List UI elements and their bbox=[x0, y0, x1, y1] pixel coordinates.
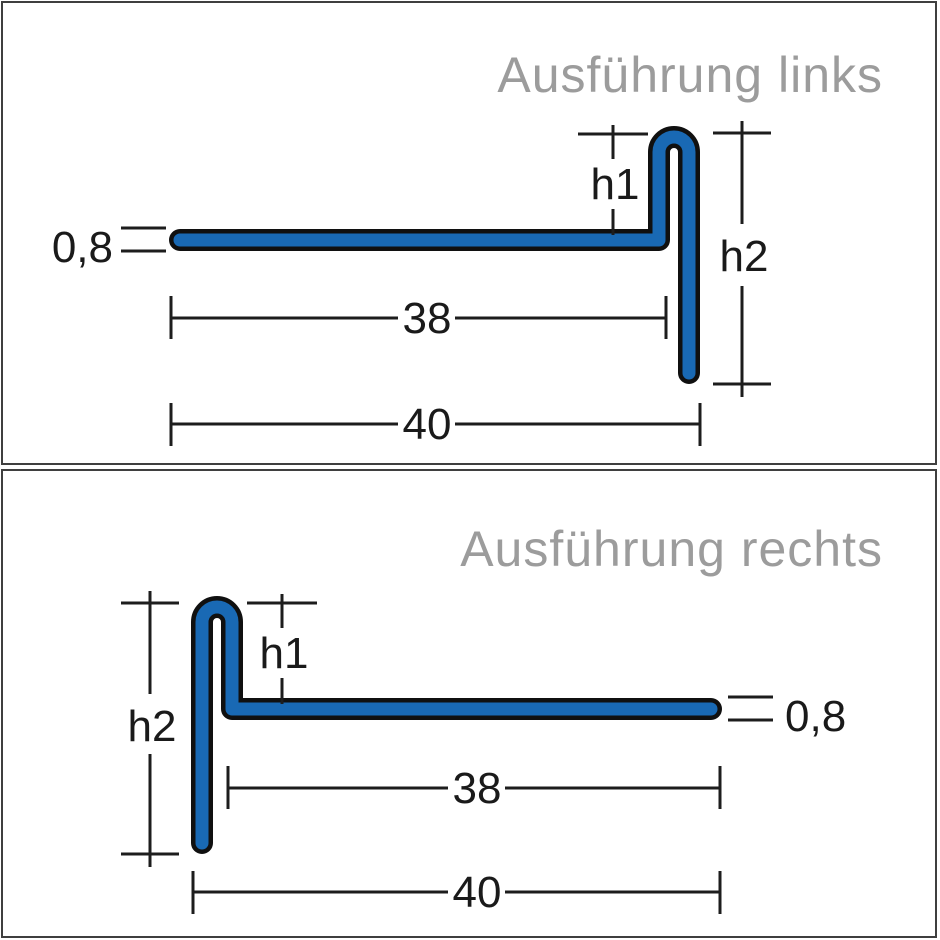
panel-title: Ausführung links bbox=[497, 47, 883, 103]
dim-label-38: 38 bbox=[403, 294, 452, 343]
dim-width-38 bbox=[226, 766, 722, 809]
dim-thickness bbox=[728, 695, 773, 722]
dim-label-h1: h1 bbox=[260, 629, 309, 678]
dim-label-thickness: 0,8 bbox=[52, 223, 113, 272]
profile-fill bbox=[195, 600, 718, 850]
profile-shape bbox=[169, 126, 700, 384]
dim-label-40: 40 bbox=[453, 868, 502, 917]
dim-h1 bbox=[578, 125, 648, 235]
panel-links: Ausführung links 0,8 h1 bbox=[1, 1, 937, 465]
panel-rechts: Ausführung rechts h2 h1 bbox=[1, 469, 937, 938]
profile-shape bbox=[191, 596, 722, 854]
dim-label-38: 38 bbox=[453, 764, 502, 813]
dim-thickness bbox=[121, 226, 166, 253]
dim-label-40: 40 bbox=[403, 400, 452, 449]
dim-h2 bbox=[713, 121, 771, 397]
dim-h2 bbox=[121, 591, 179, 867]
profile-drawing-links: Ausführung links 0,8 h1 bbox=[52, 47, 883, 449]
dim-h1 bbox=[247, 594, 317, 704]
profile-drawing-rechts: Ausführung rechts h2 h1 bbox=[121, 521, 883, 917]
profile-fill bbox=[173, 130, 696, 380]
panel-title: Ausführung rechts bbox=[460, 521, 883, 577]
dim-label-thickness: 0,8 bbox=[785, 692, 846, 741]
dim-width-40 bbox=[191, 871, 722, 914]
dim-label-h1: h1 bbox=[591, 160, 640, 209]
dim-label-h2: h2 bbox=[128, 702, 177, 751]
dim-width-38 bbox=[169, 296, 668, 339]
dim-width-40 bbox=[169, 403, 702, 446]
dim-label-h2: h2 bbox=[720, 232, 769, 281]
